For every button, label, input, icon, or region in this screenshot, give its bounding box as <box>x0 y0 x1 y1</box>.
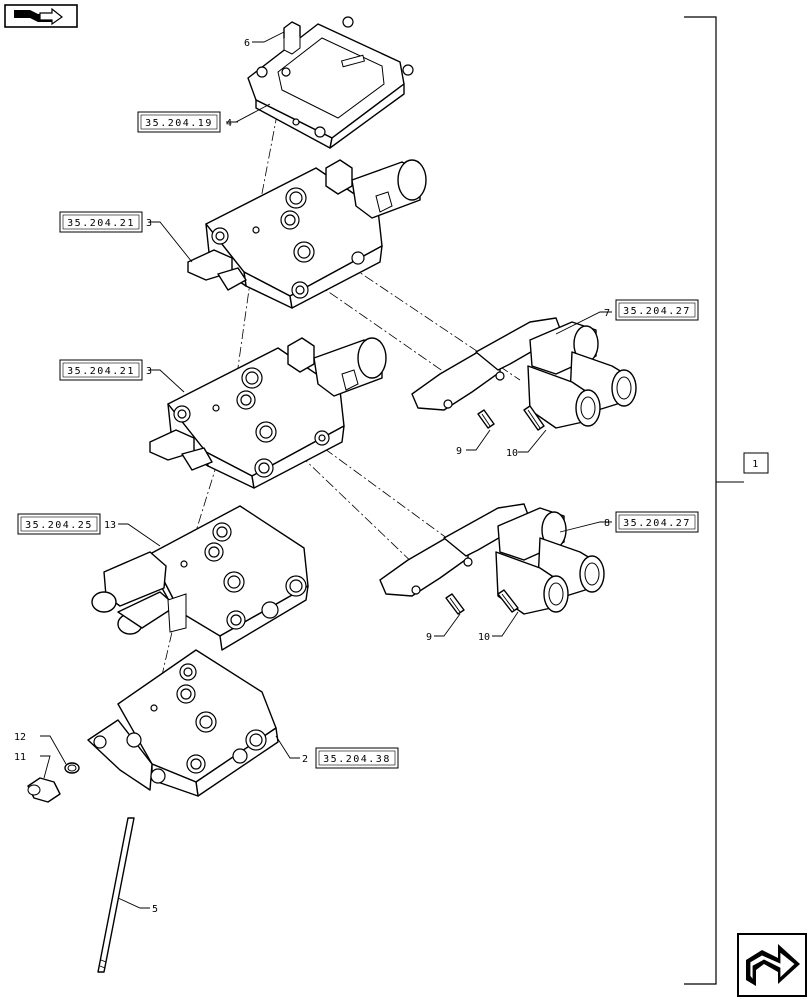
ref-box-coupler-lower[interactable]: 35.204.27 <box>615 511 699 533</box>
ref-box-valve-13[interactable]: 35.204.25 <box>17 513 101 535</box>
callout-9a: 9 <box>456 446 462 457</box>
leader-lines <box>40 31 612 909</box>
ref-box-assembly[interactable]: 1 <box>743 452 769 474</box>
valve-section-lower <box>149 337 387 489</box>
cover-plate <box>247 16 414 149</box>
ref-box-base[interactable]: 35.204.38 <box>315 747 399 769</box>
nut-part-6 <box>283 21 301 55</box>
ref-box-valve-upper[interactable]: 35.204.21 <box>59 211 143 233</box>
bolts-lower <box>445 589 519 615</box>
ref-box-valve-lower[interactable]: 35.204.21 <box>59 359 143 381</box>
callout-6: 6 <box>244 38 250 49</box>
callout-9b: 9 <box>426 632 432 643</box>
next-page-arrow-icon[interactable] <box>737 933 807 997</box>
tie-rod-part-5 <box>97 817 135 973</box>
callout-3a: 3 <box>146 218 152 229</box>
o-ring-part-12 <box>64 762 80 774</box>
ref-valve-upper-text: 35.204.21 <box>67 218 135 229</box>
coupler-lower <box>379 503 605 615</box>
callout-8: 8 <box>604 518 610 529</box>
assembly-bracket <box>684 16 717 985</box>
ref-base-text: 35.204.38 <box>323 754 391 765</box>
callout-2: 2 <box>302 754 308 765</box>
callout-7: 7 <box>604 308 610 319</box>
callout-4: 4 <box>226 118 232 129</box>
valve-section-13 <box>91 505 309 651</box>
ref-valve-lower-text: 35.204.21 <box>67 366 135 377</box>
callout-13: 13 <box>104 520 116 531</box>
ref-box-coupler-upper[interactable]: 35.204.27 <box>615 299 699 321</box>
coupler-upper <box>411 317 637 429</box>
callout-numbers: 6 4 3 3 13 7 8 9 10 9 10 2 12 11 5 <box>14 38 610 915</box>
ref-coupler-lower-text: 35.204.27 <box>623 518 691 529</box>
callout-12: 12 <box>14 732 26 743</box>
ref-coupler-upper-text: 35.204.27 <box>623 306 691 317</box>
valve-section-upper <box>187 159 427 309</box>
ref-box-top[interactable]: 35.204.19 <box>137 111 221 133</box>
ref-assembly-text: 1 <box>752 459 760 470</box>
callout-5: 5 <box>152 904 158 915</box>
callout-10a: 10 <box>506 448 518 459</box>
callout-11: 11 <box>14 752 26 763</box>
ref-valve-13-text: 35.204.25 <box>25 520 93 531</box>
bolts-upper <box>477 405 545 431</box>
fitting-part-11 <box>27 777 61 803</box>
base-section <box>87 649 279 797</box>
callout-10b: 10 <box>478 632 490 643</box>
book-arrow-icon[interactable] <box>4 4 78 28</box>
callout-3b: 3 <box>146 366 152 377</box>
ref-top-text: 35.204.19 <box>145 118 213 129</box>
